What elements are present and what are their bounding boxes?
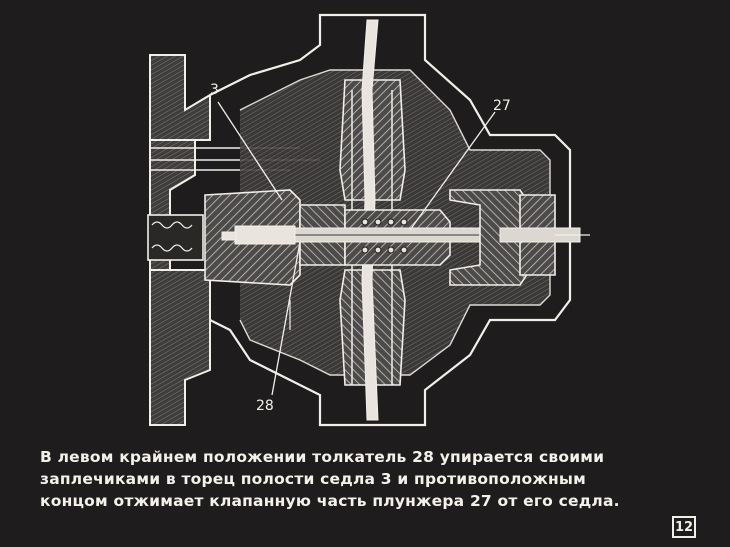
label-pusher-28: 28 <box>256 398 274 414</box>
caption: В левом крайнем положении толкатель 28 у… <box>40 446 690 512</box>
caption-line-1: В левом крайнем положении толкатель 28 у… <box>40 448 605 466</box>
caption-line-3: концом отжимает клапанную часть плунжера… <box>40 492 620 510</box>
leader-28 <box>271 241 301 396</box>
leader-27 <box>409 111 496 231</box>
left-flange-lower <box>149 269 211 426</box>
caption-line-2: заплечиками в торец полости седла 3 и пр… <box>40 470 586 488</box>
page-number: 12 <box>672 516 696 538</box>
valve-cross-section-diagram <box>147 13 590 427</box>
left-flange <box>149 54 211 141</box>
center-spring <box>361 218 408 254</box>
label-seat-3: 3 <box>210 82 219 98</box>
housing-outline <box>209 13 572 427</box>
left-spring <box>151 221 193 252</box>
pusher-28 <box>234 225 296 245</box>
label-plunger-27: 27 <box>493 98 511 114</box>
leader-3 <box>217 101 283 201</box>
